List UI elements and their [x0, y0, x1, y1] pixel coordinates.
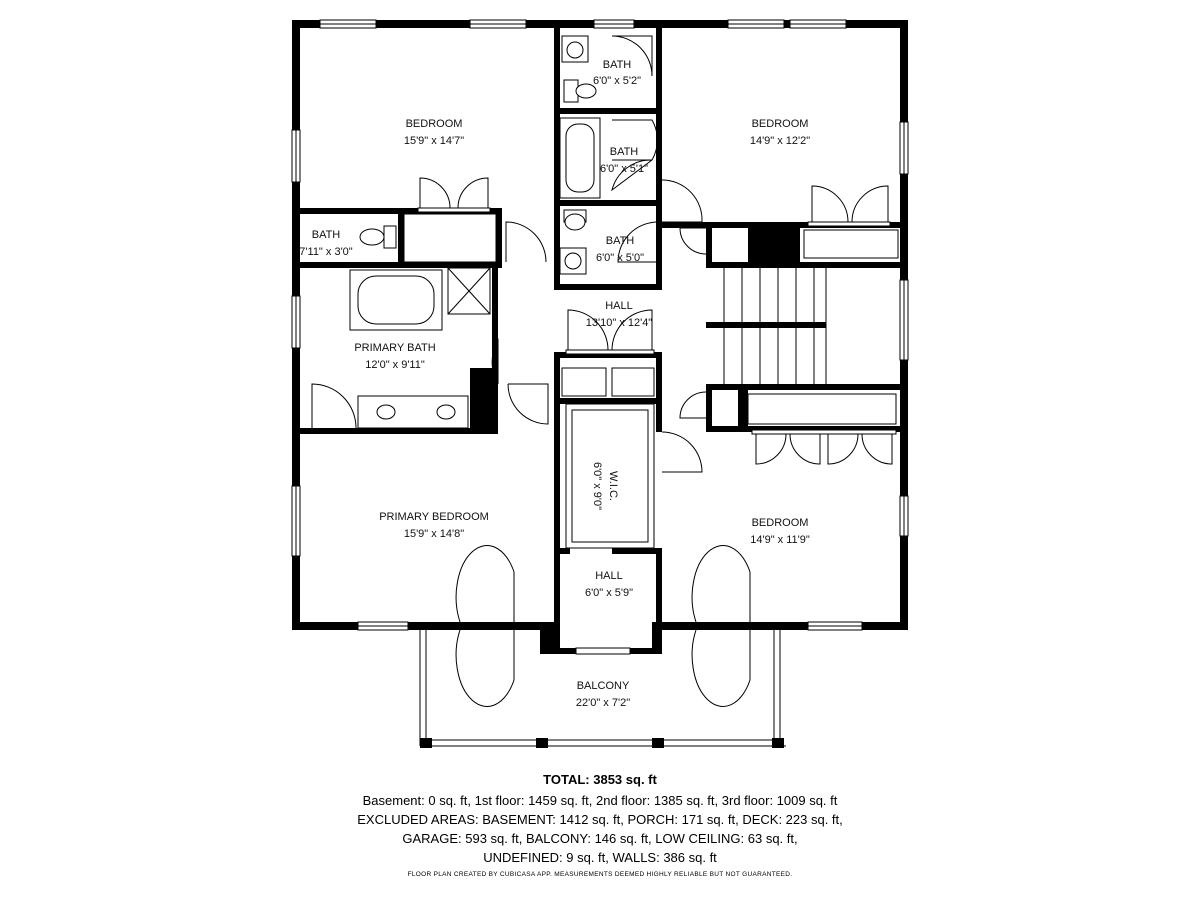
- stairs: [723, 268, 827, 384]
- room-dims-bedroom-ne: 14'9" x 12'2": [750, 135, 810, 147]
- total-area: TOTAL: 3853 sq. ft: [543, 772, 657, 787]
- room-name-primary-bath: PRIMARY BATH: [354, 342, 435, 354]
- room-dims-bath-mid: 6'0" x 5'1": [600, 163, 648, 175]
- fixtures: [349, 35, 899, 549]
- room-dims-hall-small: 6'0" x 5'9": [585, 587, 633, 599]
- room-dims-bedroom-nw: 15'9" x 14'7": [404, 135, 464, 147]
- room-dims-bath-small: 7'11" x 3'0": [299, 246, 352, 258]
- room-name-hall-center: HALL: [605, 300, 633, 312]
- excluded-areas-line-2: GARAGE: 593 sq. ft, BALCONY: 146 sq. ft,…: [402, 831, 798, 846]
- room-dims-bath-low: 6'0" x 5'0": [596, 252, 644, 264]
- room-dims-wic: 6'0" x 9'0": [591, 462, 603, 510]
- floor-areas-line: Basement: 0 sq. ft, 1st floor: 1459 sq. …: [362, 793, 838, 808]
- room-dims-primary-bath: 12'0" x 9'11": [365, 359, 425, 371]
- excluded-areas-line-3: UNDEFINED: 9 sq. ft, WALLS: 386 sq. ft: [483, 850, 717, 865]
- room-dims-bath-top: 6'0" x 5'2": [593, 75, 641, 87]
- room-name-bath-top: BATH: [603, 59, 632, 71]
- room-name-bedroom-nw: BEDROOM: [406, 118, 463, 130]
- windows: [291, 19, 909, 655]
- exterior-walls: [292, 20, 908, 654]
- floor-plan: BEDROOM 15'9" x 14'7" BATH 6'0" x 5'2" B…: [291, 19, 909, 748]
- room-name-bath-mid: BATH: [610, 146, 639, 158]
- room-name-bedroom-ne: BEDROOM: [752, 118, 809, 130]
- balcony-structure: [419, 630, 786, 748]
- doors: [311, 35, 897, 707]
- room-name-bath-small: BATH: [312, 229, 341, 241]
- room-name-wic: W.I.C.: [607, 471, 619, 501]
- room-dims-hall-center: 13'10" x 12'4": [586, 317, 653, 329]
- room-dims-primary-bedroom: 15'9" x 14'8": [404, 528, 464, 540]
- room-name-primary-bedroom: PRIMARY BEDROOM: [379, 511, 489, 523]
- excluded-areas-line-1: EXCLUDED AREAS: BASEMENT: 1412 sq. ft, P…: [357, 812, 843, 827]
- credit-disclaimer: FLOOR PLAN CREATED BY CUBICASA APP. MEAS…: [407, 871, 793, 878]
- room-name-bedroom-se: BEDROOM: [752, 517, 809, 529]
- room-labels: BEDROOM 15'9" x 14'7" BATH 6'0" x 5'2" B…: [299, 59, 810, 709]
- room-name-balcony: BALCONY: [577, 680, 630, 692]
- room-dims-balcony: 22'0" x 7'2": [576, 697, 630, 709]
- room-dims-bedroom-se: 14'9" x 11'9": [750, 534, 810, 546]
- room-name-bath-low: BATH: [606, 235, 635, 247]
- room-name-hall-small: HALL: [595, 570, 623, 582]
